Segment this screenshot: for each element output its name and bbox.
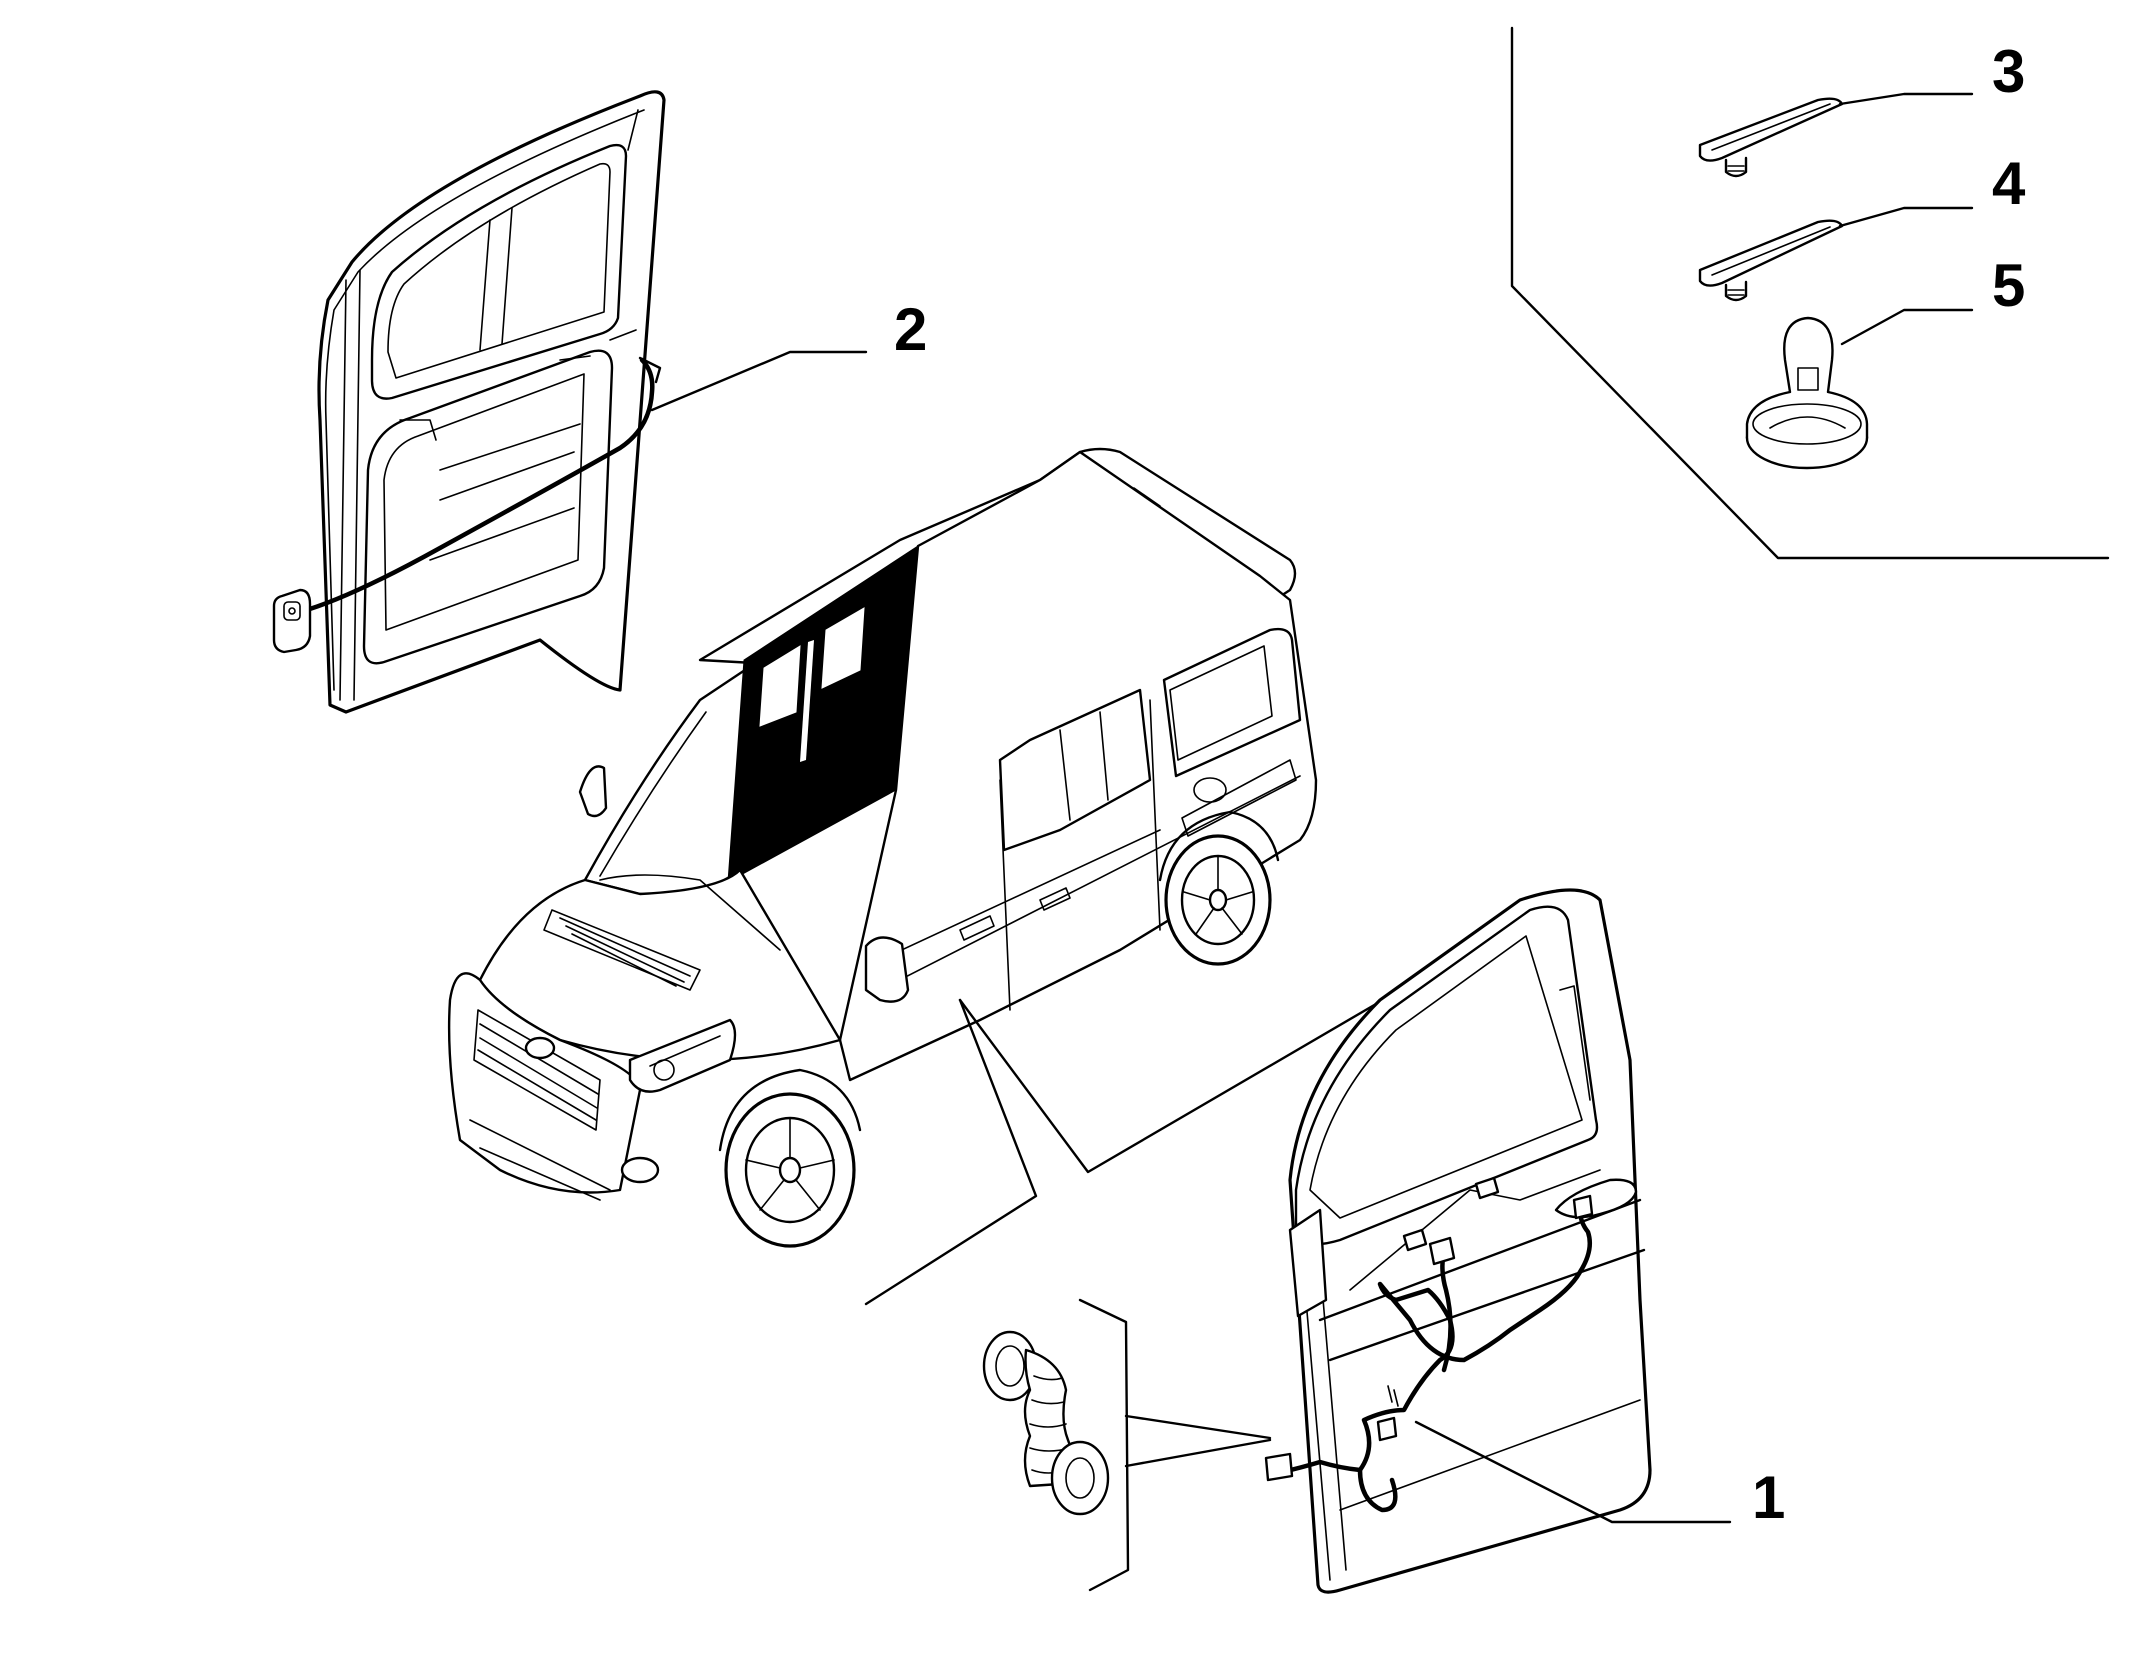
grommet-detail-drawing bbox=[982, 1298, 1272, 1592]
front-door-drawing bbox=[1264, 888, 1652, 1594]
callout-labels: 1 2 3 4 5 bbox=[894, 38, 2026, 1531]
detail-inset-frame bbox=[1510, 26, 2110, 560]
van-drawing bbox=[447, 447, 1318, 1248]
callout-4: 4 bbox=[1992, 150, 2026, 217]
leader-line-2 bbox=[650, 350, 868, 412]
callout-3: 3 bbox=[1992, 38, 2025, 105]
sliding-door-drawing bbox=[272, 90, 666, 714]
clip-4-drawing bbox=[1698, 219, 1844, 302]
detail-callout-lines bbox=[864, 998, 1378, 1306]
callout-2: 2 bbox=[894, 296, 927, 363]
callout-1: 1 bbox=[1752, 1464, 1785, 1531]
clip-3-drawing bbox=[1698, 97, 1844, 178]
leader-lines-inset bbox=[1838, 92, 1974, 346]
cap-5-drawing bbox=[1745, 316, 1869, 470]
callout-5: 5 bbox=[1992, 252, 2025, 319]
leader-line-1 bbox=[1414, 1420, 1732, 1524]
